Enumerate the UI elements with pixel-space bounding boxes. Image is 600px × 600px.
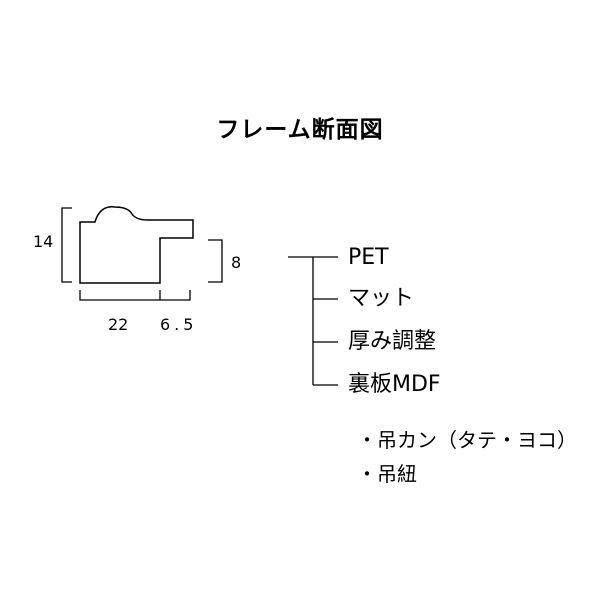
dimension-label-22: 22 (108, 315, 128, 334)
layer-label-pet: PET (348, 245, 389, 270)
height-bracket-14 (61, 207, 72, 283)
dimension-label-14: 14 (33, 232, 53, 251)
layer-label-spacer: 厚み調整 (348, 329, 437, 354)
layer-label-mat: マット (348, 286, 415, 311)
accessory-hanger: ・吊カン（タテ・ヨコ） (357, 428, 577, 452)
accessory-string: ・吊紐 (357, 462, 417, 486)
layer-tree-lines (288, 256, 338, 386)
width-bracket (79, 290, 191, 301)
dimension-label-8: 8 (231, 253, 241, 272)
height-bracket-8 (208, 239, 223, 283)
frame-profile (79, 206, 194, 284)
layer-label-backboard: 裏板MDF (348, 372, 441, 397)
diagram-title: フレーム断面図 (216, 117, 384, 143)
dimension-label-6-5: 6.5 (160, 315, 197, 334)
